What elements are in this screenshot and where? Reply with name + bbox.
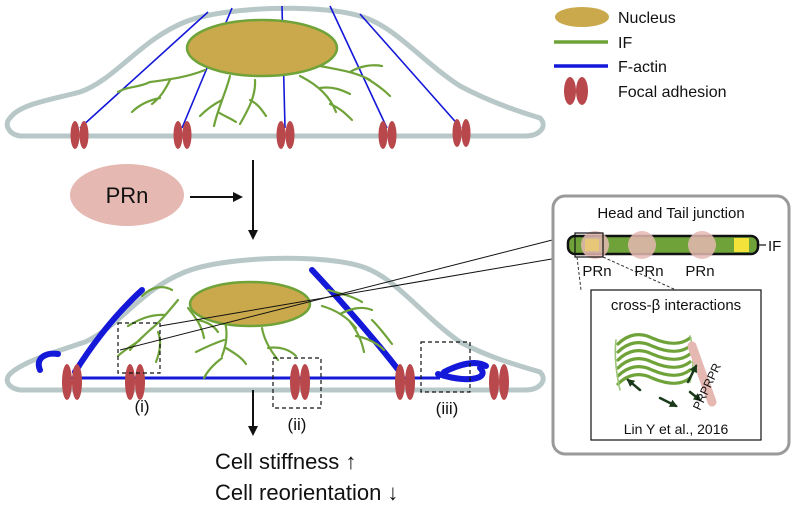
legend-factin-label: F-actin <box>618 59 667 76</box>
region-label-ii: (ii) <box>288 415 307 434</box>
region-label-i: (i) <box>134 397 149 416</box>
legend-adhesion-swatch <box>564 77 588 105</box>
magnify-lines <box>576 256 677 291</box>
cross-beta-structure <box>614 333 717 408</box>
if-filament-head <box>585 239 599 251</box>
focal-adhesions-after <box>62 364 509 400</box>
focal-adhesion-after-3 <box>290 364 310 400</box>
region-box-iii <box>420 341 471 393</box>
focal-adhesion-after-1 <box>62 364 82 400</box>
focal-adhesions-before <box>70 119 471 149</box>
focal-adhesion-before-1 <box>70 121 89 149</box>
if-filament-tail <box>734 238 749 252</box>
prn-bead-3 <box>688 231 716 259</box>
focal-adhesion-before-5 <box>452 119 471 147</box>
nucleus-after <box>188 280 312 328</box>
prn-label-2: PRn <box>634 263 663 280</box>
citation: Lin Y et al., 2016 <box>624 421 729 437</box>
legend-adhesion-label: Focal adhesion <box>618 84 727 101</box>
if-filament: IF <box>566 231 781 259</box>
focal-adhesion-after-5 <box>489 364 509 400</box>
legend-if-label: IF <box>618 35 632 52</box>
inset-title: Head and Tail junction <box>597 205 744 222</box>
focal-adhesion-before-3 <box>276 121 295 149</box>
outcome: Cell stiffness ↑ Cell reorientation ↓ <box>215 390 398 505</box>
legend-item-focal-adhesion: Focal adhesion <box>564 77 727 105</box>
cell-after: (i) (ii) (iii) <box>4 255 546 434</box>
cell-before <box>4 5 546 149</box>
inset-panel: Head and Tail junction IF PRn PRn PRn cr… <box>551 194 791 456</box>
legend-item-factin: F-actin <box>554 59 667 76</box>
factin-stress-fibers-after <box>35 267 489 383</box>
legend-item-nucleus: Nucleus <box>555 7 676 27</box>
outcome-reorientation: Cell reorientation ↓ <box>215 480 398 505</box>
focal-adhesion-before-2 <box>173 121 192 149</box>
if-filament-label: IF <box>768 238 781 255</box>
focal-adhesion-before-4 <box>378 121 397 149</box>
legend-nucleus-label: Nucleus <box>618 10 676 27</box>
prn-label-3: PRn <box>685 263 714 280</box>
prn-label-1: PRn <box>582 263 611 280</box>
if-network-after <box>116 286 394 380</box>
cross-beta-title: cross-β interactions <box>611 297 741 314</box>
region-box-ii <box>272 357 322 409</box>
focal-adhesion-after-4 <box>395 364 415 400</box>
prn-bubble <box>70 164 184 226</box>
legend: Nucleus IF F-actin Focal adhesion <box>554 7 727 105</box>
outcome-stiffness: Cell stiffness ↑ <box>215 449 356 474</box>
zoom-lines <box>119 235 576 351</box>
region-box-i <box>117 322 161 374</box>
cell-membrane-before <box>4 5 546 139</box>
focal-adhesion-after-2 <box>125 364 145 400</box>
legend-nucleus-swatch <box>555 7 609 27</box>
prn-bead-2 <box>628 231 656 259</box>
junction-box <box>574 232 604 258</box>
prn-bubble-label: PRn <box>106 183 149 208</box>
treatment: PRn <box>70 160 258 240</box>
nucleus-before <box>185 18 339 78</box>
region-label-iii: (iii) <box>436 399 459 418</box>
if-network-before <box>116 64 392 128</box>
legend-item-if: IF <box>554 35 632 52</box>
